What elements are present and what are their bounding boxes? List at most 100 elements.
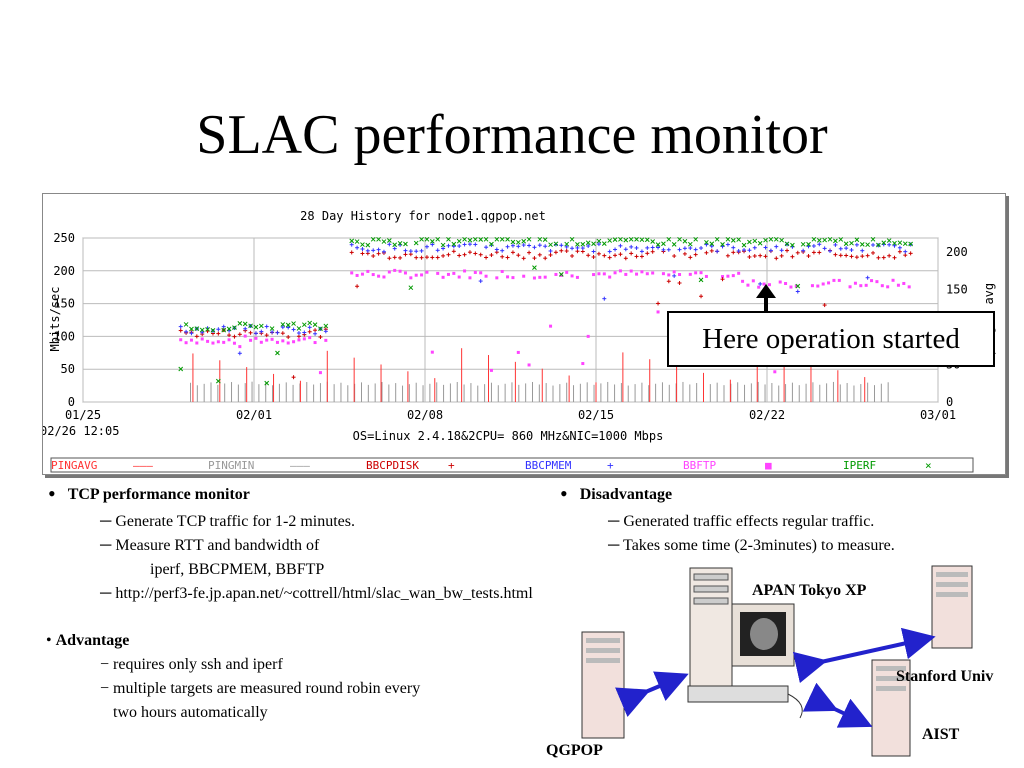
bbftp-point [592, 273, 596, 277]
iperf-point [301, 322, 307, 328]
bbftp-point [859, 284, 863, 288]
bbftp-point [516, 350, 520, 354]
iperf-point [790, 242, 795, 248]
bbftp-point [393, 268, 397, 272]
iperf-point [612, 237, 618, 243]
bbftp-point [189, 338, 193, 342]
iperf-point [515, 239, 521, 245]
bbftp-point [371, 273, 375, 277]
stanford-label: Stanford Univ [896, 668, 994, 685]
bbftp-point [640, 270, 644, 274]
iperf-point [194, 326, 200, 331]
iperf-point [838, 237, 844, 242]
iperf-point [886, 238, 892, 243]
bbftp-point [232, 341, 236, 345]
x-tick-label: 02/22 [749, 408, 785, 422]
bbftp-point [270, 337, 274, 341]
iperf-point [392, 242, 398, 248]
bbftp-point [366, 269, 370, 273]
iperf-point [816, 238, 822, 243]
disadvantage-heading: Disadvantage [579, 486, 673, 503]
iperf-point [575, 242, 580, 247]
bbftp-point [575, 275, 579, 279]
iperf-point [532, 265, 537, 270]
bbftp-point [403, 271, 407, 275]
iperf-point [215, 378, 221, 384]
bbftp-point [275, 340, 279, 344]
iperf-point [623, 237, 629, 243]
chart-footer: OS=Linux 2.4.18&2CPU= 860 MHz&NIC=1000 M… [353, 429, 664, 443]
bbftp-point [184, 341, 188, 345]
iperf-point [370, 236, 376, 242]
bbftp-point [511, 276, 515, 280]
iperf-point [429, 239, 435, 244]
iperf-point [854, 237, 860, 243]
bbftp-point [848, 285, 852, 289]
iperf-point [291, 321, 296, 326]
iperf-point [698, 277, 704, 283]
bbftp-point [425, 270, 429, 274]
iperf-point [870, 236, 876, 242]
iperf-point [403, 241, 408, 247]
iperf-point [258, 323, 264, 329]
iperf-point [232, 325, 237, 330]
iperf-point [275, 350, 280, 356]
link-qgpop-apan [615, 671, 689, 717]
bbftp-point [297, 338, 301, 342]
iperf-point [811, 236, 817, 242]
iperf-point [360, 242, 365, 247]
legend-symbol: + [448, 459, 455, 472]
iperf-point [876, 242, 881, 248]
iperf-point [548, 242, 553, 248]
disadvantage-item-2: ─ Takes some time (2-3minutes) to measur… [608, 537, 895, 554]
iperf-point [634, 236, 639, 242]
legend-symbol: ——— [290, 459, 310, 472]
iperf-point [601, 241, 607, 246]
bbftp-point [238, 345, 242, 349]
scatter-points [178, 236, 913, 386]
bbftp-point [473, 270, 477, 274]
bbftp-point [243, 334, 247, 338]
iperf-point [741, 242, 747, 248]
bbftp-point [570, 274, 574, 278]
bbftp-point [821, 282, 825, 286]
iperf-point [467, 237, 473, 243]
iperf-point [757, 240, 763, 246]
pingmin-bars [189, 381, 889, 402]
iperf-point [768, 236, 774, 242]
iperf-point [386, 238, 392, 243]
x-tick-label: 02/15 [578, 408, 614, 422]
iperf-point [462, 236, 467, 242]
bullet-dot: • [48, 481, 56, 506]
bbftp-point [778, 280, 782, 284]
bbftp-point [179, 338, 183, 342]
tcp-item-url[interactable]: ─ http://perf3-fe.jp.apan.net/~cottrell/… [100, 585, 533, 602]
iperf-point [902, 241, 908, 247]
bbftp-point [479, 271, 483, 275]
bbftp-point [554, 272, 558, 276]
bbftp-point [543, 275, 547, 279]
iperf-point [242, 321, 248, 327]
iperf-point [569, 236, 575, 242]
network-diagram [581, 565, 973, 757]
disadvantage-item-1: ─ Generated traffic effects regular traf… [608, 513, 875, 530]
bbftp-point [360, 272, 364, 276]
bbftp-point [414, 273, 418, 277]
bbftp-point [302, 337, 306, 341]
iperf-point [248, 323, 253, 329]
iperf-point [892, 240, 897, 246]
bbftp-point [651, 271, 655, 275]
bbftp-point [853, 281, 857, 285]
bbftp-point [446, 272, 450, 276]
legend-symbol: ——— [133, 459, 153, 472]
bbftp-point [527, 363, 531, 367]
bbftp-point [532, 276, 536, 280]
iperf-point [318, 326, 323, 332]
iperf-point [763, 237, 768, 243]
bbftp-point [741, 279, 745, 283]
bbftp-point [832, 278, 836, 282]
slide-title: SLAC performance monitor [196, 104, 828, 166]
iperf-point [408, 285, 414, 291]
iperf-point [849, 240, 854, 246]
iperf-point [489, 241, 494, 247]
